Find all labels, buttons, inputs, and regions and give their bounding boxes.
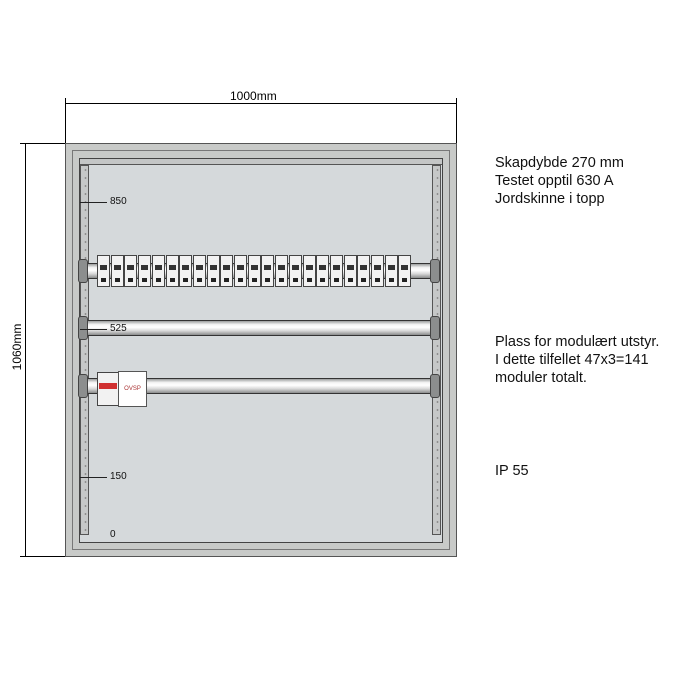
din-rail-middle [84,320,436,336]
rail-clamp [430,259,440,283]
circuit-breaker [329,255,343,287]
height-marker-0: 0 [110,529,116,540]
panel-top-edge [80,159,442,165]
right-side-rail [432,165,441,535]
ovsp-label: OVSP [124,386,141,392]
rail-clamp [430,374,440,398]
height-dimension-tick-bottom [20,556,65,557]
circuit-breaker [110,255,124,287]
rail-clamp [78,374,88,398]
width-dimension-tick-right [456,98,457,143]
height-marker-150: 150 [110,471,127,482]
height-label: 1060mm [10,323,24,371]
circuit-breaker [398,255,412,287]
circuit-breaker [316,255,330,287]
circuit-breaker [234,255,247,287]
circuit-breaker [371,255,384,287]
circuit-breaker [275,255,289,287]
width-dimension-tick-left [65,98,66,143]
height-dimension-line [25,143,26,557]
circuit-breaker [192,255,206,287]
circuit-breaker [261,255,275,287]
circuit-breaker [206,255,220,287]
rail-clamp [78,259,88,283]
circuit-breaker [179,255,193,287]
circuit-breaker [384,255,398,287]
width-label: 1000mm [230,89,277,103]
circuit-breaker [357,255,371,287]
circuit-breaker [165,255,179,287]
modules-note: Plass for modulært utstyr. I dette tilfe… [495,334,660,386]
marker-line-150 [80,477,107,478]
circuit-breaker [302,255,316,287]
rail-clamp [430,316,440,340]
circuit-breaker [220,255,234,287]
ip-rating: IP 55 [495,463,529,479]
circuit-breaker [124,255,138,287]
cabinet-inner-frame [72,150,450,550]
circuit-breaker [151,255,165,287]
width-dimension-line [65,103,457,104]
ovsp-device: OVSP [118,371,147,407]
rail-clamp [78,316,88,340]
height-marker-525: 525 [110,323,127,334]
spec-note: Skapdybde 270 mm Testet opptil 630 A Jor… [495,155,624,207]
marker-line-525 [80,329,107,330]
height-marker-850: 850 [110,196,127,207]
circuit-breaker [97,255,110,287]
circuit-breaker [288,255,302,287]
circuit-breaker [138,255,152,287]
left-side-rail [80,165,89,535]
marker-line-850 [80,202,107,203]
height-dimension-tick-top [20,143,65,144]
surge-breakers [97,372,119,406]
circuit-breaker [343,255,357,287]
mounting-panel [79,158,443,543]
red-indicator [99,383,117,389]
circuit-breaker [247,255,261,287]
